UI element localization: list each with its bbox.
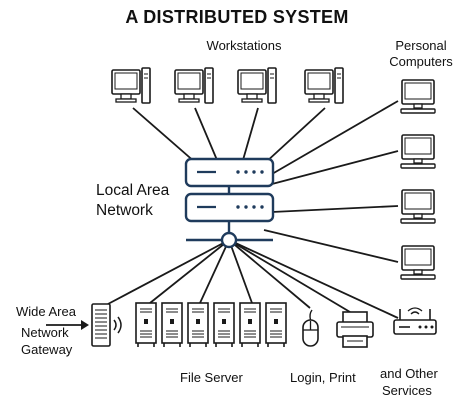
server-tower-icon-3 (187, 302, 209, 348)
lan-hub (184, 157, 275, 249)
gateway-device-icon (91, 303, 122, 347)
workstation-3 (237, 67, 277, 104)
personal-computer-4 (400, 245, 436, 280)
router-icon (393, 307, 437, 335)
server-tower-icon-2 (161, 302, 183, 348)
wan-label-line2: Network (21, 325, 69, 340)
diagram-title: A DISTRIBUTED SYSTEM (125, 7, 349, 27)
file-server-label: File Server (180, 370, 243, 385)
personal-computers-label-line2: Computers (389, 54, 453, 69)
lan-label-line1: Local Area (96, 182, 170, 199)
other-services-label-line1: and Other (380, 366, 438, 381)
printer-icon (336, 311, 374, 348)
server-tower-icon-5 (239, 302, 261, 348)
workstation-1 (111, 67, 151, 104)
wan-label-line1: Wide Area (16, 304, 76, 319)
personal-computers-label-line1: Personal (395, 38, 447, 53)
wan-label-line3: Gateway (21, 342, 73, 357)
personal-computer-2 (400, 134, 436, 169)
login-print-label: Login, Print (290, 370, 356, 385)
lan-label-line2: Network (96, 202, 153, 219)
other-services-label-line2: Services (382, 383, 432, 398)
personal-computer-3 (400, 189, 436, 224)
personal-computer-1 (400, 79, 436, 114)
mouse-icon (302, 309, 319, 347)
connection-lines (107, 100, 399, 319)
workstations-label: Workstations (206, 38, 282, 53)
workstation-4 (304, 67, 344, 104)
server-tower-icon-4 (213, 302, 235, 348)
workstation-2 (174, 67, 214, 104)
server-tower-icon-1 (135, 302, 157, 348)
server-tower-icon-6 (265, 302, 287, 348)
gateway-arrow (46, 320, 89, 330)
